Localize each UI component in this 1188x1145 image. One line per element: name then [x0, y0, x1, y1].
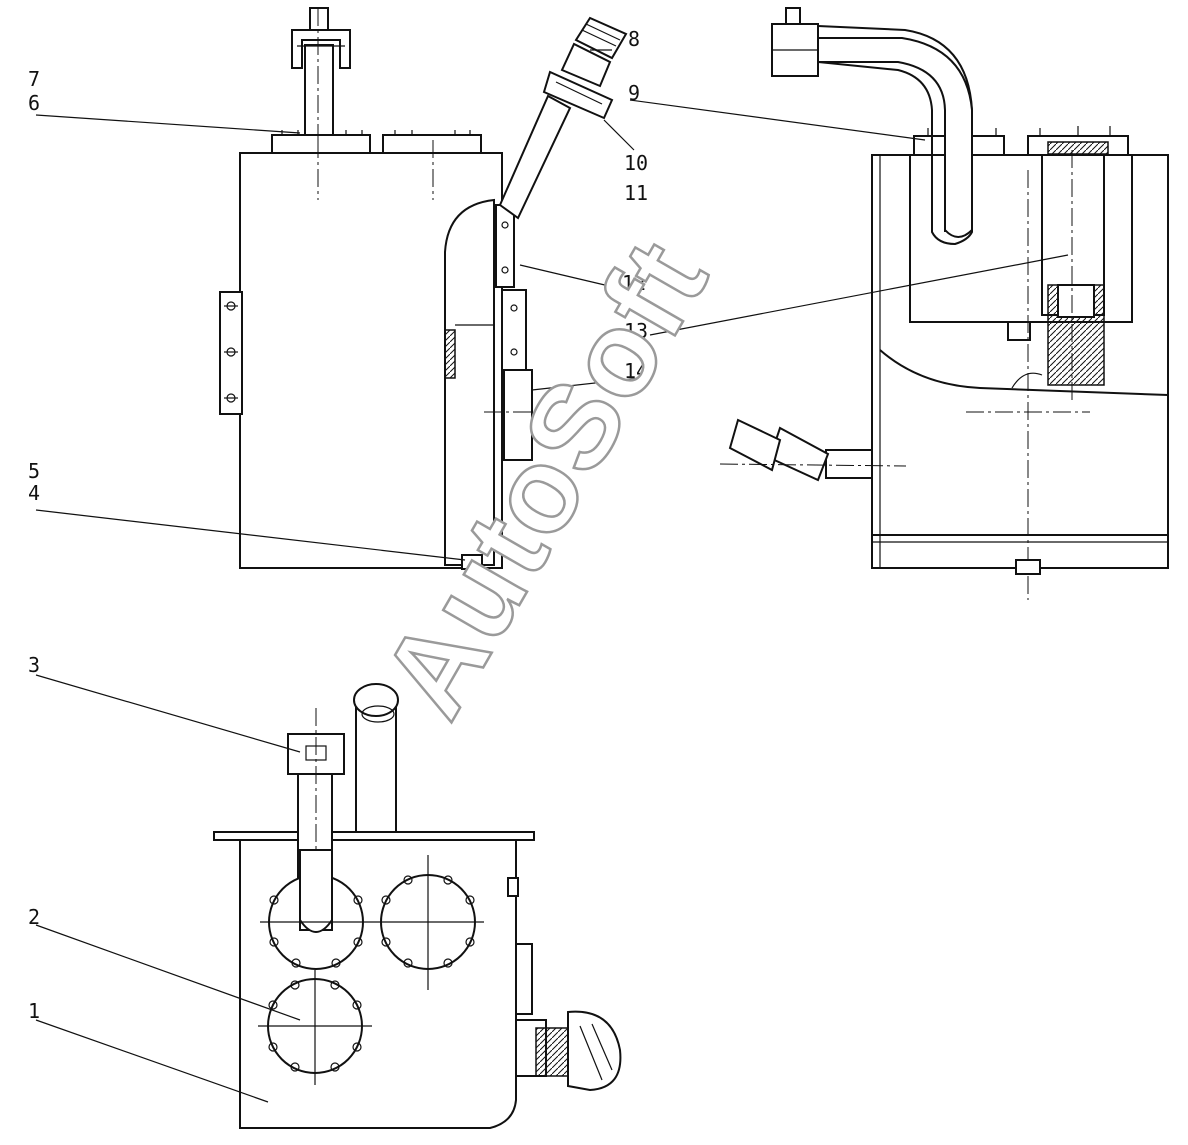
callout-11: 11 [624, 181, 648, 205]
top-flange-left [271, 134, 371, 154]
callout-10: 10 [624, 151, 648, 175]
filler-neck [498, 16, 628, 220]
bracket-plate-upper [495, 204, 515, 288]
watermark-text: AutoSoft [356, 219, 733, 738]
top-flange-strip [213, 831, 535, 841]
suction-pipe [304, 44, 334, 136]
top-flange-right [382, 134, 482, 154]
side-channel [444, 198, 495, 566]
top-tank-body [239, 837, 517, 1129]
callout-3: 3 [28, 653, 40, 677]
callout-8: 8 [628, 27, 640, 51]
callout-9: 9 [628, 81, 640, 105]
callout-5: 5 [28, 459, 40, 483]
callout-labels: 1 2 3 4 5 6 7 8 9 10 11 12 13 14 [28, 27, 648, 1023]
bracket-plate-lower [501, 289, 527, 381]
drain-plug [461, 554, 483, 570]
front-view [219, 7, 628, 570]
callout-14: 14 [624, 359, 648, 383]
callout-1: 1 [28, 999, 40, 1023]
bracket-bolt [309, 7, 329, 31]
cover-bolts [268, 875, 475, 1072]
side-view [719, 7, 1169, 600]
filter-bracket [503, 369, 533, 461]
outlet-nozzle [825, 449, 873, 479]
side-tank-body [871, 154, 1169, 569]
mounting-plate-left [219, 291, 243, 415]
callout-4: 4 [28, 481, 40, 505]
leader-lines-top [35, 674, 301, 1103]
outlet-valve [535, 1010, 622, 1092]
callout-13: 13 [624, 319, 648, 343]
callout-2: 2 [28, 905, 40, 929]
callout-7: 7 [28, 67, 40, 91]
cover-upper-left [268, 849, 364, 970]
callout-6: 6 [28, 91, 40, 115]
side-plate [515, 943, 533, 1015]
callout-12: 12 [622, 271, 646, 295]
leader-lines-side [629, 99, 1069, 336]
top-view [213, 683, 622, 1129]
leader-lines-front [35, 49, 641, 561]
